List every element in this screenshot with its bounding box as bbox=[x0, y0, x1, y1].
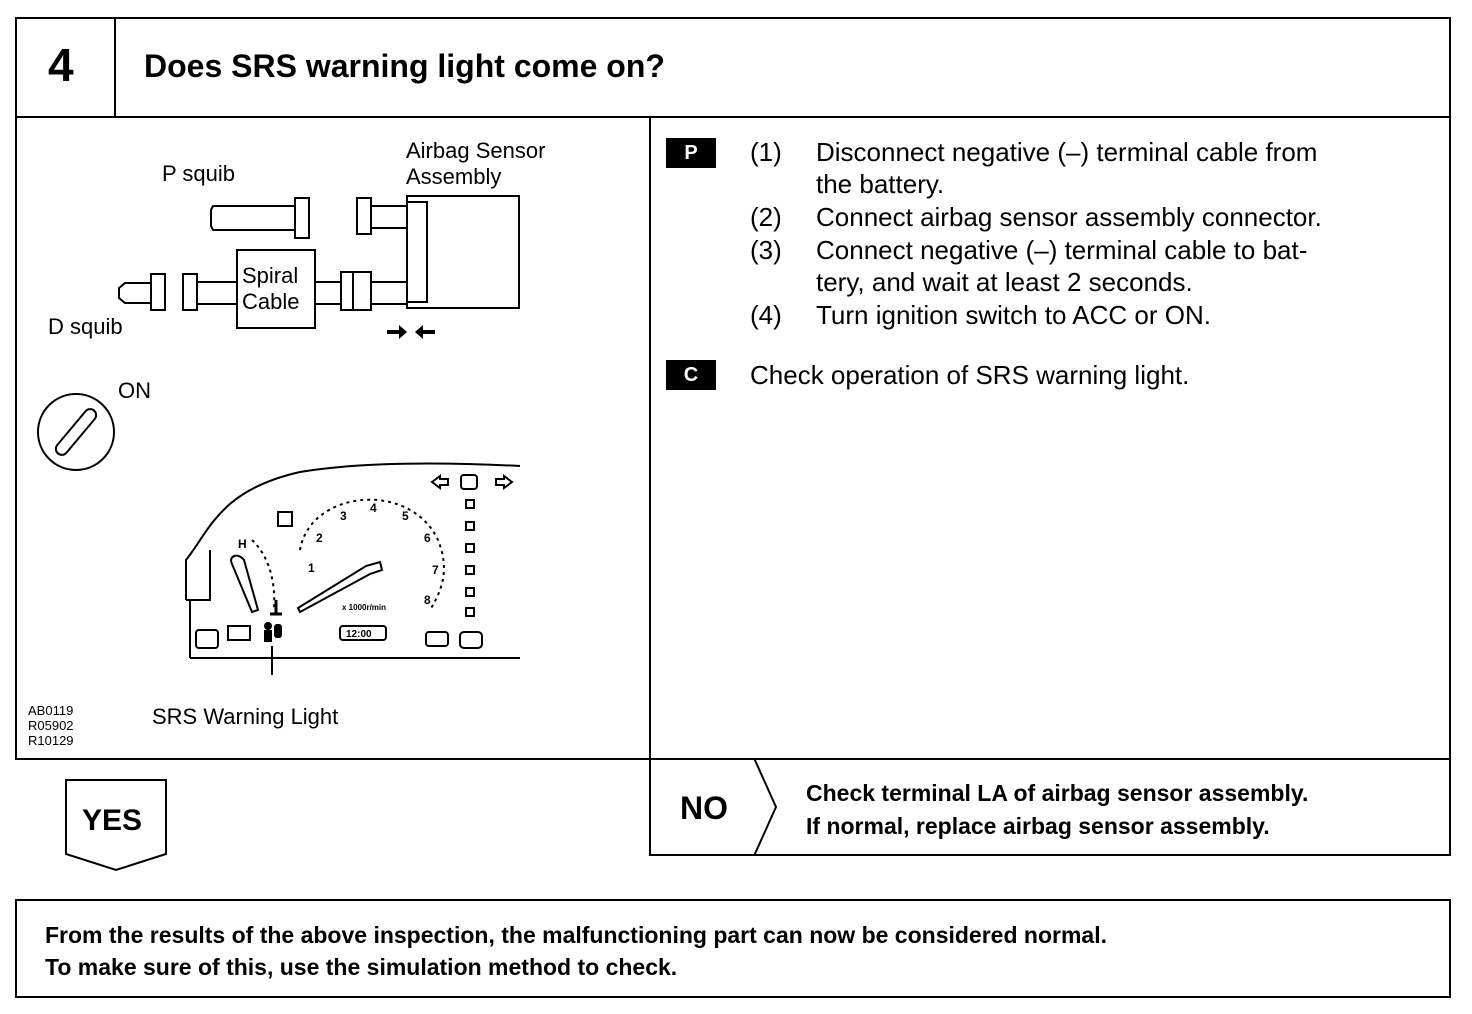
svg-text:3: 3 bbox=[340, 509, 347, 523]
airbag-sensor-label-2: Assembly bbox=[406, 164, 502, 189]
airbag-sensor-box bbox=[406, 195, 520, 309]
step-title: Does SRS warning light come on? bbox=[144, 48, 665, 84]
d-squib-plug bbox=[150, 273, 166, 311]
svg-text:H: H bbox=[238, 537, 247, 551]
conclusion-box bbox=[15, 899, 1451, 998]
conclusion-line-2: To make sure of this, use the simulation… bbox=[45, 954, 678, 980]
no-divider-chevron bbox=[753, 758, 778, 856]
d-squib-label: D squib bbox=[48, 314, 123, 339]
step-header bbox=[15, 17, 1451, 118]
step-number: 4 bbox=[48, 39, 74, 91]
figure-code-3: R10129 bbox=[28, 733, 74, 748]
step-4-num: (4) bbox=[750, 300, 782, 330]
step-3-num: (3) bbox=[750, 235, 782, 265]
check-badge: C bbox=[666, 360, 716, 390]
body-divider bbox=[649, 116, 651, 760]
step-1-num: (1) bbox=[750, 137, 782, 167]
step-3-line-1: Connect negative (–) terminal cable to b… bbox=[816, 235, 1308, 265]
svg-text:1: 1 bbox=[308, 561, 315, 575]
srs-warning-light-label: SRS Warning Light bbox=[152, 704, 339, 729]
spiral-cable-label-1: Spiral bbox=[242, 263, 299, 288]
svg-text:2: 2 bbox=[316, 531, 323, 545]
svg-text:8: 8 bbox=[424, 593, 431, 607]
figure-code-1: AB0119 bbox=[28, 703, 74, 718]
step-number-divider bbox=[114, 17, 116, 118]
svg-text:7: 7 bbox=[432, 563, 439, 577]
p-squib-line bbox=[210, 205, 296, 231]
sensor-connector-strip bbox=[406, 201, 428, 303]
spiral-cable-label-2: Cable bbox=[242, 289, 300, 314]
step-4-line-1: Turn ignition switch to ACC or ON. bbox=[816, 300, 1211, 330]
mating-arrows bbox=[387, 325, 435, 339]
conclusion-line-1: From the results of the above inspection… bbox=[45, 922, 1107, 948]
srs-warning-icon bbox=[264, 622, 282, 642]
instrument-cluster: 1 2 3 4 5 6 7 8 H x 1000r/min 12:00 bbox=[185, 462, 521, 675]
airbag-sensor-label-1: Airbag Sensor bbox=[406, 138, 546, 163]
svg-text:4: 4 bbox=[370, 501, 377, 515]
d-squib-end bbox=[118, 282, 152, 304]
step-body bbox=[15, 116, 1451, 760]
spiral-right-plug-a bbox=[340, 271, 354, 311]
step-1-line-1: Disconnect negative (–) terminal cable f… bbox=[816, 137, 1318, 167]
spiral-right-plug-b bbox=[352, 271, 372, 311]
spiral-right-body bbox=[370, 281, 408, 305]
spiral-right-line bbox=[314, 281, 342, 305]
no-action-line-1: Check terminal LA of airbag sensor assem… bbox=[806, 780, 1309, 806]
yes-label: YES bbox=[82, 804, 143, 837]
check-instruction: Check operation of SRS warning light. bbox=[750, 360, 1190, 390]
no-action-line-2: If normal, replace airbag sensor assembl… bbox=[806, 813, 1270, 839]
yes-result-shape bbox=[65, 779, 167, 872]
no-label: NO bbox=[680, 790, 728, 826]
step-2-num: (2) bbox=[750, 202, 782, 232]
svg-text:5: 5 bbox=[402, 509, 409, 523]
ignition-key-icon bbox=[37, 393, 115, 471]
p-sensor-plug-body bbox=[370, 205, 408, 229]
step-2-line-1: Connect airbag sensor assembly connector… bbox=[816, 202, 1322, 232]
step-3-line-2: tery, and wait at least 2 seconds. bbox=[816, 267, 1193, 297]
connector-diagram bbox=[118, 195, 520, 339]
no-result-box bbox=[649, 758, 1451, 856]
ignition-on-label: ON bbox=[118, 378, 151, 403]
p-squib-plug bbox=[294, 197, 310, 239]
p-squib-label: P squib bbox=[162, 161, 235, 186]
p-sensor-plug bbox=[356, 197, 372, 235]
svg-text:12:00: 12:00 bbox=[346, 629, 372, 640]
svg-text:6: 6 bbox=[424, 531, 431, 545]
step-1-line-2: the battery. bbox=[816, 169, 945, 199]
figure-code-2: R05902 bbox=[28, 718, 74, 733]
prepare-badge: P bbox=[666, 138, 716, 168]
svg-text:x 1000r/min: x 1000r/min bbox=[342, 603, 386, 612]
d-mid-plug bbox=[182, 273, 198, 311]
d-mid-body bbox=[196, 281, 238, 305]
